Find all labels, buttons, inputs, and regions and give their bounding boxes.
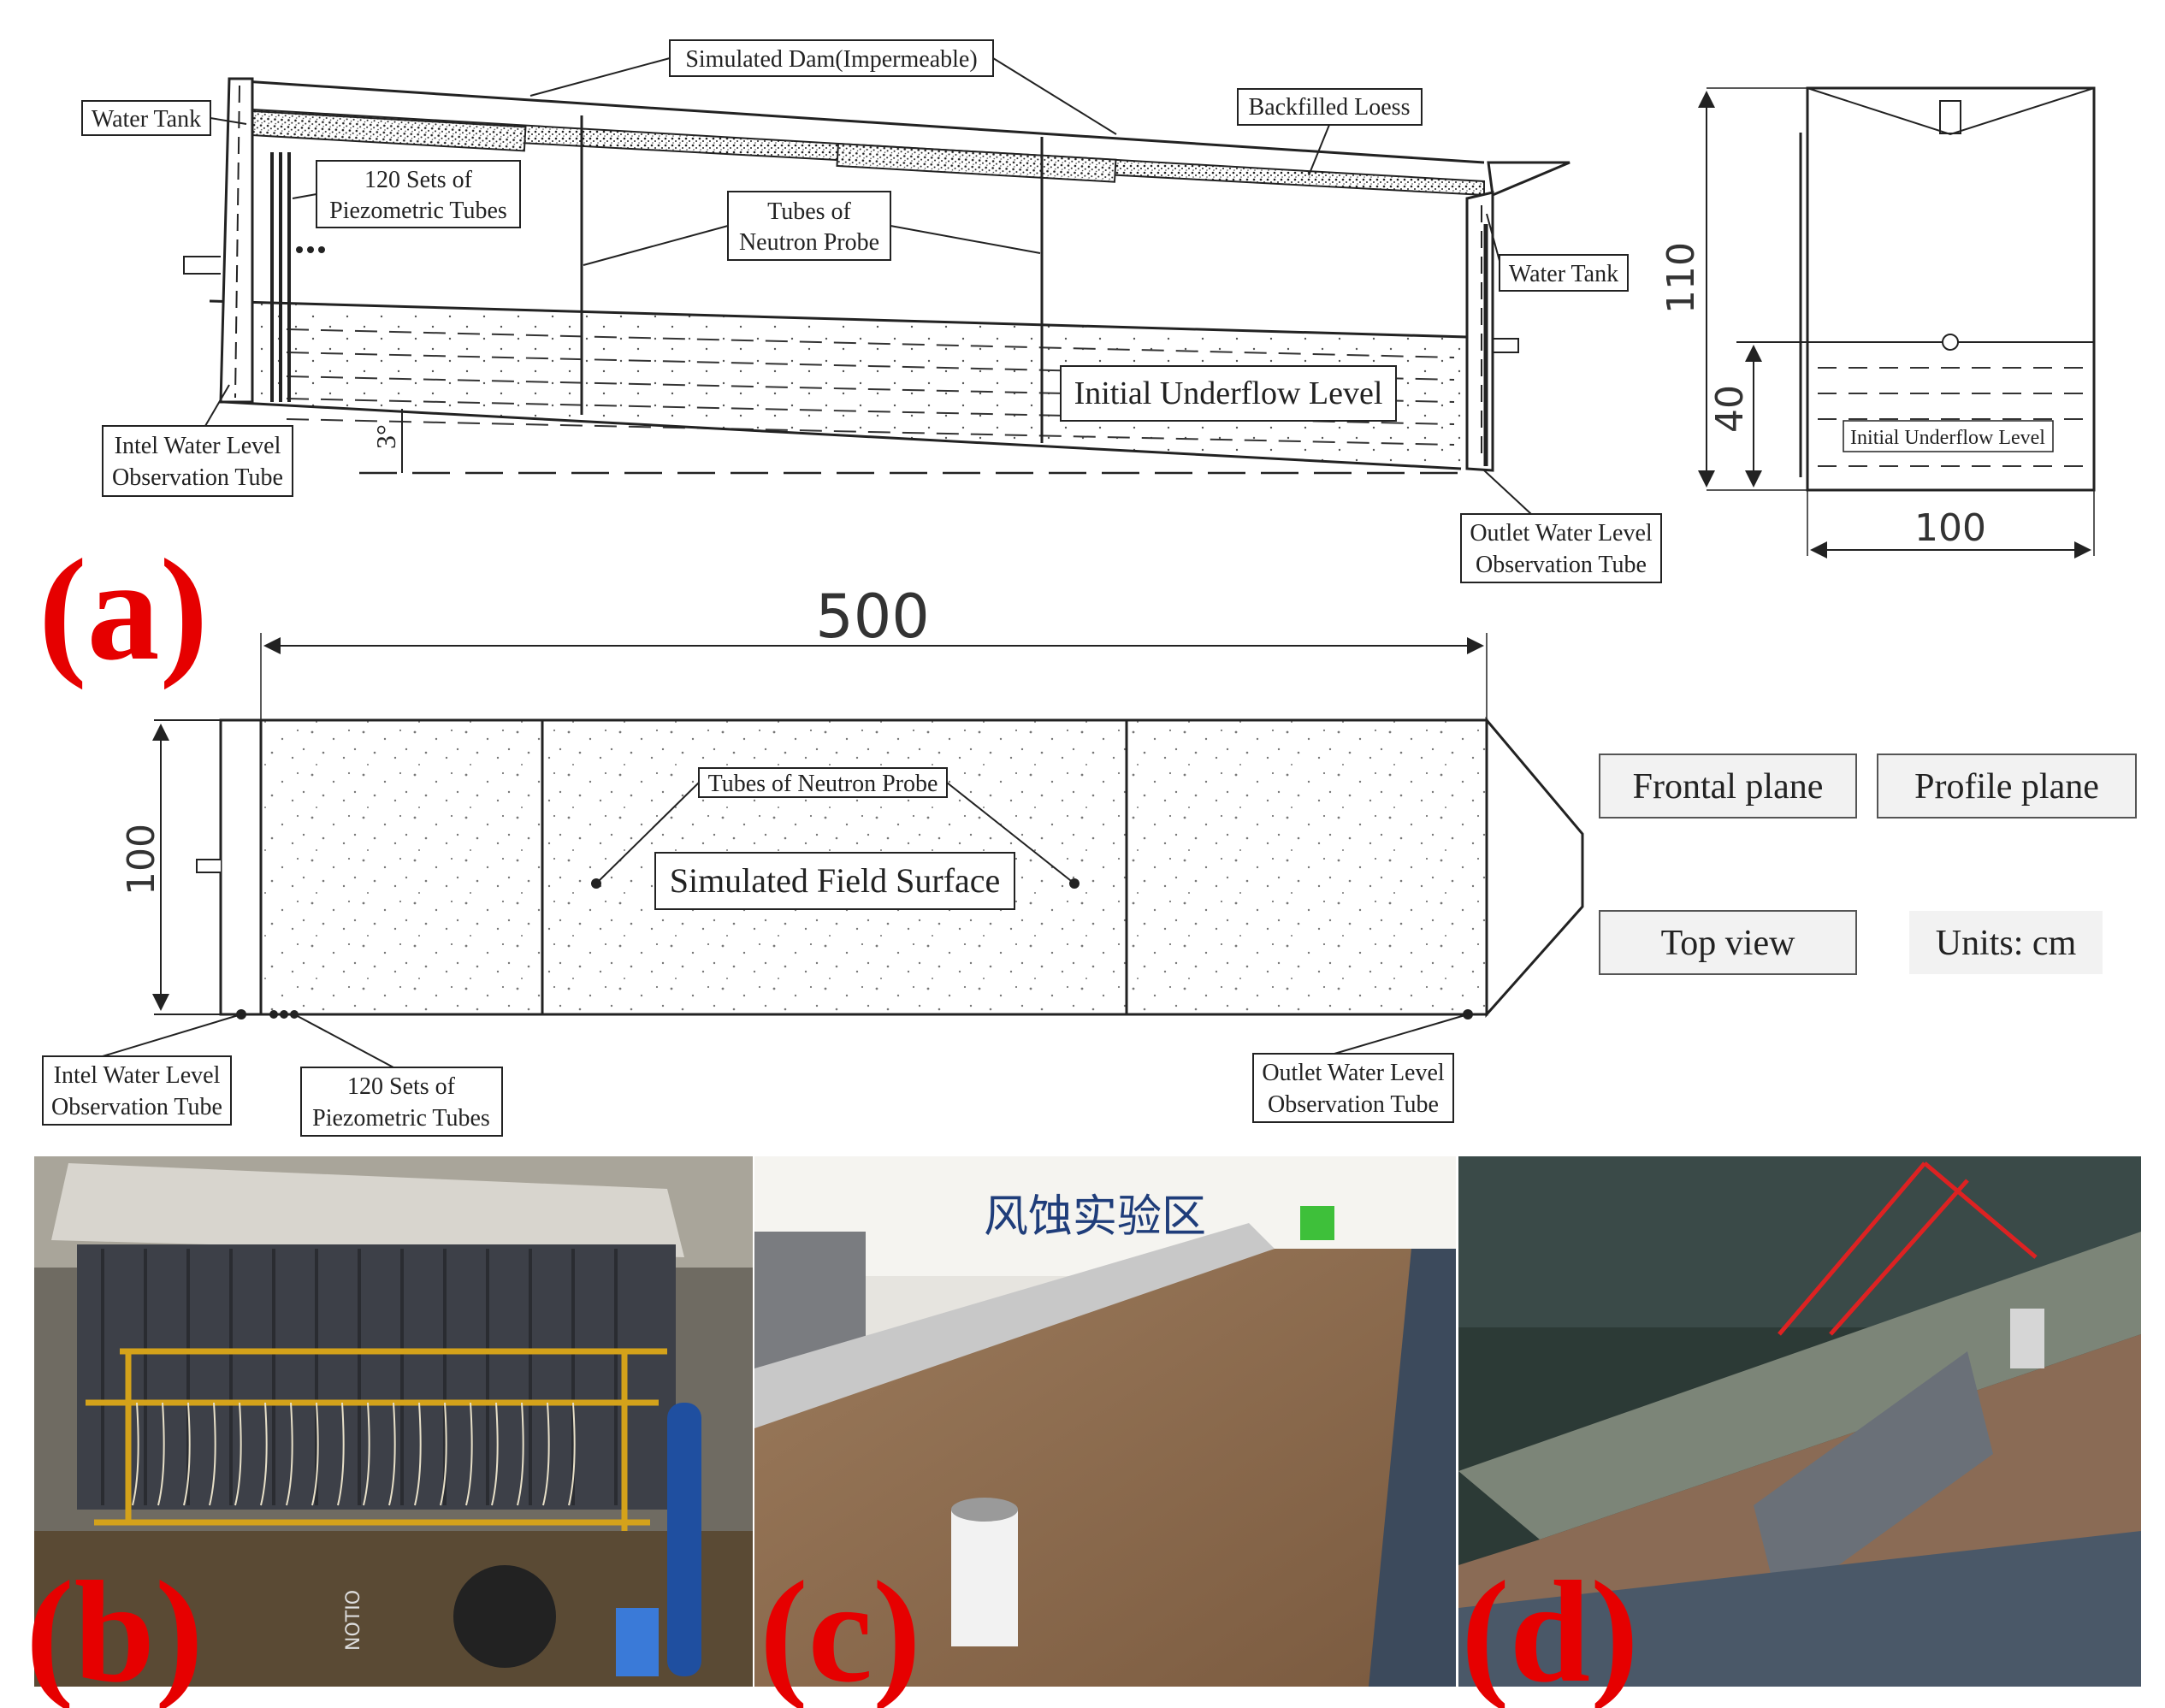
top-label-piezometric-tubes: 120 Sets of Piezometric Tubes — [293, 1014, 503, 1137]
svg-text:Simulated Dam(Impermeable): Simulated Dam(Impermeable) — [685, 46, 977, 73]
profile-depth-label: 40 — [1708, 385, 1752, 433]
piezometric-points — [269, 1010, 299, 1019]
label-water-tank-right: Water Tank — [1486, 213, 1629, 292]
panel-letter-b: (b) — [26, 1551, 204, 1708]
label-water-tank-left: Water Tank — [81, 100, 247, 136]
left-outlet-pipe — [183, 256, 221, 275]
svg-text:Units: cm: Units: cm — [1936, 924, 2077, 963]
label-initial-underflow-level: Initial Underflow Level — [1060, 365, 1397, 422]
slope-angle-label: 3° — [370, 424, 401, 449]
svg-text:Observation Tube: Observation Tube — [1476, 552, 1647, 578]
top-label-neutron-probe: Tubes of Neutron Probe — [595, 767, 1075, 884]
photo-b: NOTIO — [34, 1156, 753, 1687]
piezometric-tubes — [270, 152, 291, 402]
top-inlet-pipe — [196, 859, 221, 873]
top-width-label: 100 — [120, 824, 163, 895]
svg-text:Observation Tube: Observation Tube — [112, 464, 283, 491]
svg-text:Profile plane: Profile plane — [1914, 767, 2099, 807]
top-inlet-tank — [219, 718, 263, 1016]
photo-b-overlay-text: NOTIO — [343, 1590, 364, 1651]
svg-text:Water Tank: Water Tank — [1509, 261, 1618, 287]
svg-text:Water Tank: Water Tank — [92, 106, 201, 133]
top-outlet-wedge — [1485, 716, 1584, 1018]
top-label-outlet-tube: Outlet Water Level Observation Tube — [1252, 1014, 1469, 1123]
top-label-field-surface: Simulated Field Surface — [654, 852, 1015, 910]
svg-text:120 Sets of: 120 Sets of — [347, 1073, 456, 1100]
photo-c-overlay-text: 风蚀实验区 — [984, 1191, 1206, 1243]
profile-width-label: 100 — [1914, 506, 1986, 550]
legend: Frontal plane Profile plane Top view Uni… — [1599, 754, 2137, 975]
legend-units: Units: cm — [1909, 911, 2103, 974]
label-simulated-dam: Simulated Dam(Impermeable) — [529, 39, 1117, 135]
svg-text:Tubes of: Tubes of — [767, 198, 851, 225]
svg-text:Piezometric Tubes: Piezometric Tubes — [329, 198, 507, 224]
photo-d — [1458, 1156, 2141, 1687]
profile-probe-circle — [1942, 334, 1959, 351]
svg-text:Tubes of Neutron Probe: Tubes of Neutron Probe — [708, 771, 938, 797]
right-outlet-pipe — [1493, 338, 1519, 353]
right-dam-wedge — [1487, 161, 1571, 198]
svg-text:Outlet Water Level: Outlet Water Level — [1470, 520, 1653, 547]
dam-segment-mid — [836, 142, 1117, 183]
piezometric-ellipsis — [296, 246, 325, 253]
profile-height-label: 110 — [1659, 242, 1703, 314]
panel-letter-a: (a) — [38, 529, 208, 690]
profile-notch — [1939, 100, 1961, 134]
photo-c: 风蚀实验区 — [754, 1156, 1456, 1687]
flume-bottom — [223, 400, 1462, 470]
svg-text:Outlet Water Level: Outlet Water Level — [1262, 1060, 1445, 1086]
svg-text:Frontal plane: Frontal plane — [1633, 767, 1824, 807]
panel-letter-c: (c) — [760, 1551, 921, 1708]
right-water-tank — [1465, 191, 1494, 472]
svg-text:Top view: Top view — [1661, 924, 1796, 963]
left-tank-dash — [234, 85, 240, 399]
legend-frontal-plane: Frontal plane — [1599, 754, 1857, 819]
profile-water-dashes — [1818, 367, 2087, 467]
legend-profile-plane: Profile plane — [1877, 754, 2137, 819]
label-inlet-tube-frontal: Intel Water Level Observation Tube — [102, 384, 293, 497]
panel-letter-d: (d) — [1461, 1551, 1639, 1708]
profile-underflow-label: Initial Underflow Level — [1843, 420, 2054, 452]
frontal-plane: 3° Simulated Dam(Impermeable) Water Tank… — [81, 39, 1662, 583]
label-backfilled-loess: Backfilled Loess — [1237, 88, 1423, 176]
svg-text:Backfilled Loess: Backfilled Loess — [1249, 94, 1411, 121]
svg-text:120 Sets of: 120 Sets of — [364, 167, 473, 193]
label-outlet-tube-frontal: Outlet Water Level Observation Tube — [1460, 470, 1662, 583]
svg-text:Initial Underflow Level: Initial Underflow Level — [1850, 427, 2045, 449]
svg-text:Observation Tube: Observation Tube — [1268, 1091, 1439, 1118]
underflow-level-line — [209, 299, 1468, 339]
svg-text:Intel Water Level: Intel Water Level — [115, 433, 281, 459]
svg-text:Intel Water Level: Intel Water Level — [54, 1062, 221, 1089]
label-neutron-probe: Tubes of Neutron Probe — [583, 191, 1041, 266]
legend-top-view: Top view — [1599, 910, 1857, 975]
top-label-inlet-tube: Intel Water Level Observation Tube — [42, 1014, 242, 1126]
top-view: 500 100 Tubes of Neutron Probe Simu — [42, 582, 1584, 1137]
svg-text:Neutron Probe: Neutron Probe — [739, 229, 879, 256]
flume-top — [243, 80, 1485, 164]
top-length-label: 500 — [815, 582, 930, 652]
svg-text:Piezometric Tubes: Piezometric Tubes — [312, 1105, 490, 1132]
profile-plane: Initial Underflow Level 110 40 100 — [1659, 86, 2096, 558]
label-piezometric-tubes: 120 Sets of Piezometric Tubes — [292, 160, 521, 228]
groundwater-zone — [229, 303, 1467, 469]
svg-text:Observation Tube: Observation Tube — [51, 1094, 222, 1120]
svg-text:Simulated Field Surface: Simulated Field Surface — [670, 861, 1001, 900]
svg-text:Initial Underflow Level: Initial Underflow Level — [1074, 375, 1383, 411]
